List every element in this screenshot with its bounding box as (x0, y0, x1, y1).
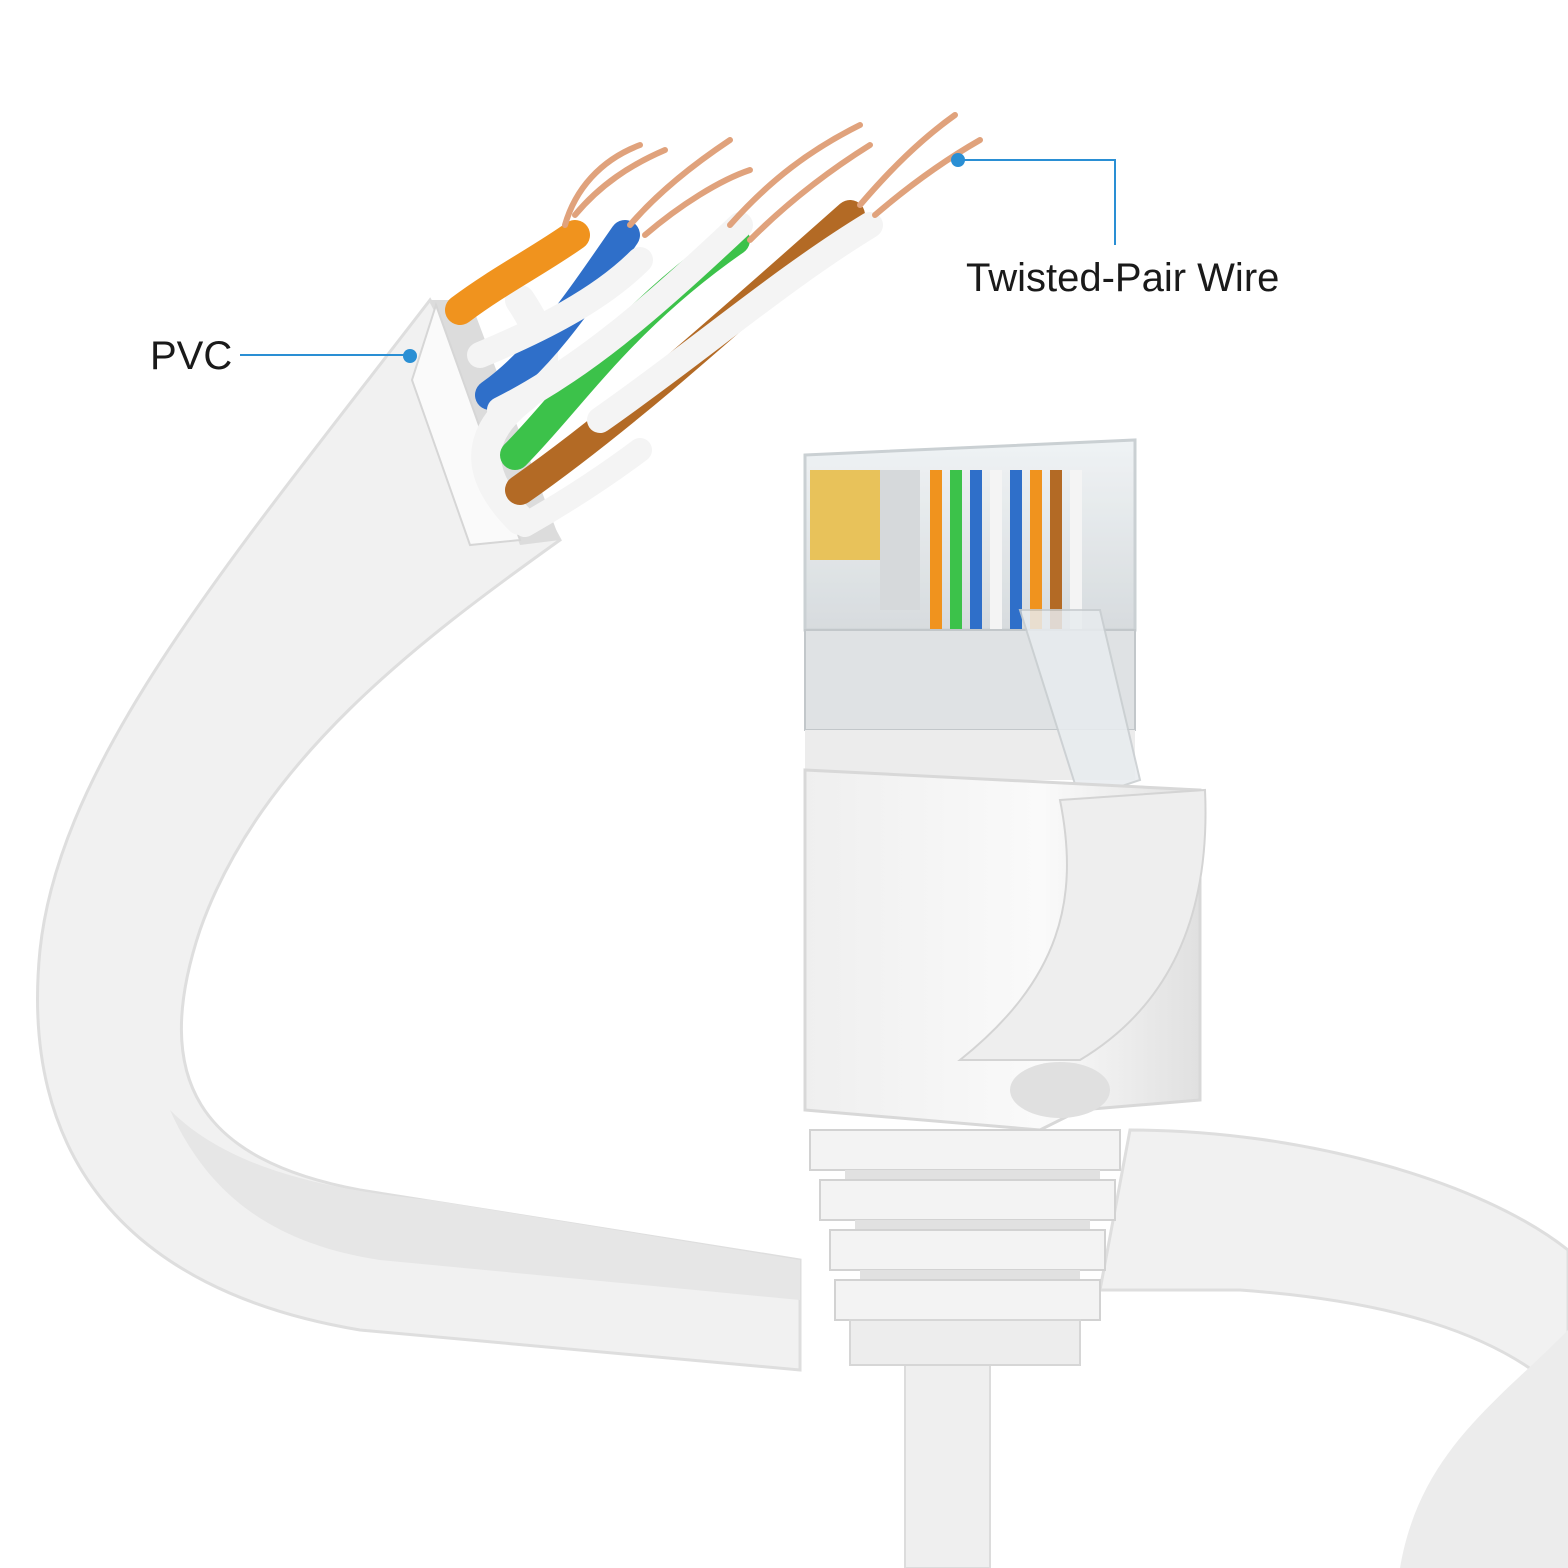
rj45-connector (803, 438, 1142, 802)
gold-contacts (810, 470, 920, 610)
twisted-pair-wires (445, 200, 883, 537)
callout-label-pvc: PVC (150, 334, 233, 378)
callout-dot-icon (951, 153, 965, 167)
callout-twisted-leader (951, 153, 1116, 245)
callout-dot-icon (403, 349, 417, 363)
connector-wires (930, 470, 1082, 630)
strain-relief-ribs (809, 1129, 1121, 1366)
copper-strands (562, 112, 983, 243)
flat-cable (36, 297, 1568, 1568)
callout-pvc-leader (240, 349, 417, 363)
connector-boot (803, 768, 1207, 1366)
callout-label-twisted-pair: Twisted-Pair Wire (966, 256, 1280, 300)
